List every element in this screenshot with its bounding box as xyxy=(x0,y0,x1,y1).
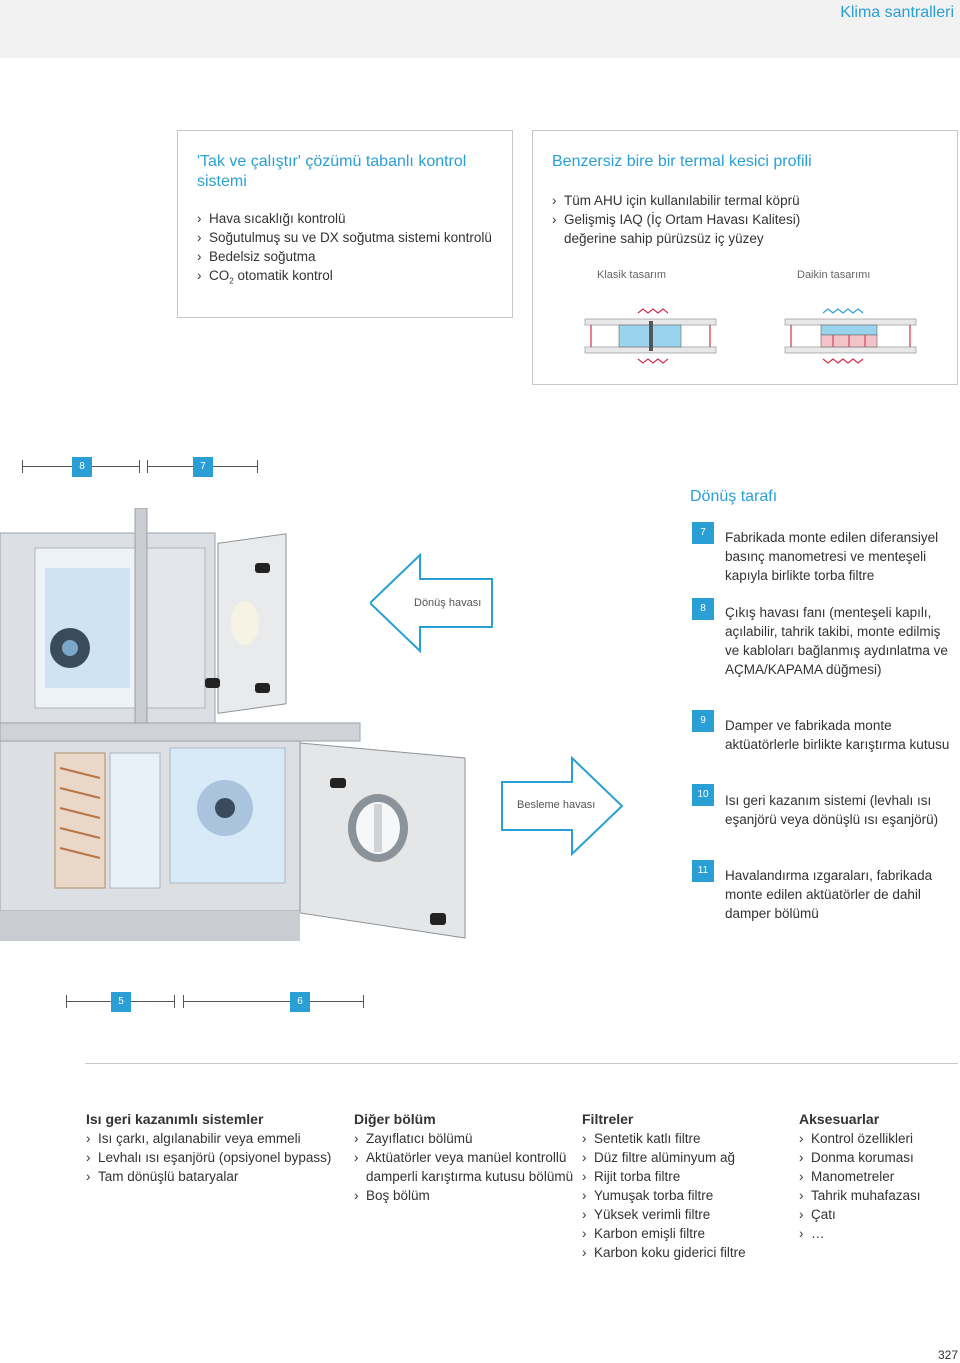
list-item: Boş bölüm xyxy=(354,1186,576,1205)
list-item: Gelişmiş IAQ (İç Ortam Havası Kalitesi) … xyxy=(552,210,842,248)
control-box-title: 'Tak ve çalıştır' çözümü tabanlı kontrol… xyxy=(197,153,467,190)
section-list: Zayıflatıcı bölümü Aktüatörler veya manü… xyxy=(354,1129,576,1205)
legend-text: Fabrikada monte edilen diferansiyel bası… xyxy=(725,530,939,583)
legend-number: 8 xyxy=(692,598,714,620)
legend-text: Havalandırma ızgaraları, fabrikada monte… xyxy=(725,868,933,921)
list-item: Levhalı ısı eşanjörü (opsiyonel bypass) xyxy=(86,1148,341,1167)
list-item: Donma koruması xyxy=(799,1148,954,1167)
supply-air-arrow-icon xyxy=(501,756,624,856)
section-title: Aksesuarlar xyxy=(799,1111,880,1127)
control-system-box: 'Tak ve çalıştır' çözümü tabanlı kontrol… xyxy=(177,130,513,318)
list-item: Zayıflatıcı bölümü xyxy=(354,1129,576,1148)
list-item: Manometreler xyxy=(799,1167,954,1186)
caption-classic-design: Klasik tasarım xyxy=(597,269,667,281)
section-divider xyxy=(85,1063,958,1064)
list-item: Tahrik muhafazası xyxy=(799,1186,954,1205)
control-box-list: Hava sıcaklığı kontrolü Soğutulmuş su ve… xyxy=(197,209,497,291)
return-side-title: Dönüş tarafı xyxy=(690,488,778,505)
heat-recovery-section: Isı geri kazanımlı sistemler Isı çarkı, … xyxy=(86,1110,341,1186)
list-item: Sentetik katlı filtre xyxy=(582,1129,787,1148)
classic-profile-diagram xyxy=(584,308,717,364)
list-item: Karbon koku giderici filtre xyxy=(582,1243,787,1262)
section-title: Isı geri kazanımlı sistemler xyxy=(86,1111,264,1127)
section-title: Filtreler xyxy=(582,1111,634,1127)
page-number: 327 xyxy=(938,1348,959,1362)
list-item: Düz filtre alüminyum ağ xyxy=(582,1148,787,1167)
section-list: Kontrol özellikleri Donma koruması Manom… xyxy=(799,1129,954,1243)
list-item: Kontrol özellikleri xyxy=(799,1129,954,1148)
bottom-dimension-marker: 5 6 xyxy=(66,990,366,1014)
marker-number: 6 xyxy=(290,992,310,1012)
marker-number: 7 xyxy=(193,457,213,477)
thermal-profile-box: Benzersiz bire bir termal kesici profili… xyxy=(532,130,958,385)
list-item: Bedelsiz soğutma xyxy=(197,247,497,266)
caption-daikin-design: Daikin tasarımı xyxy=(797,269,871,281)
marker-number: 5 xyxy=(111,992,131,1012)
list-item: … xyxy=(799,1224,954,1243)
return-air-label: Dönüş havası xyxy=(414,597,482,609)
other-section: Diğer bölüm Zayıflatıcı bölümü Aktüatörl… xyxy=(354,1110,576,1205)
legend-text: Isı geri kazanım sistemi (levhalı ısı eş… xyxy=(725,793,939,827)
top-dimension-marker: 8 7 xyxy=(22,455,262,479)
section-list: Isı çarkı, algılanabilir veya emmeli Lev… xyxy=(86,1129,341,1186)
legend-number: 10 xyxy=(692,784,714,806)
list-item: Rijit torba filtre xyxy=(582,1167,787,1186)
list-item: Tam dönüşlü bataryalar xyxy=(86,1167,341,1186)
legend-number: 9 xyxy=(692,710,714,732)
section-title: Diğer bölüm xyxy=(354,1111,436,1127)
accessories-section: Aksesuarlar Kontrol özellikleri Donma ko… xyxy=(799,1110,954,1243)
thermal-box-list: Tüm AHU için kullanılabilir termal köprü… xyxy=(552,191,842,248)
list-item: Tüm AHU için kullanılabilir termal köprü xyxy=(552,191,842,210)
daikin-profile-diagram xyxy=(784,308,917,364)
section-list: Sentetik katlı filtre Düz filtre alüminy… xyxy=(582,1129,787,1262)
list-item: Aktüatörler veya manüel kontrollü damper… xyxy=(354,1148,576,1186)
supply-air-label: Besleme havası xyxy=(517,799,596,811)
filters-section: Filtreler Sentetik katlı filtre Düz filt… xyxy=(582,1110,787,1262)
list-item: Yumuşak torba filtre xyxy=(582,1186,787,1205)
page-section-title: Klima santralleri xyxy=(840,4,954,21)
list-item: Hava sıcaklığı kontrolü xyxy=(197,209,497,228)
legend-text: Damper ve fabrikada monte aktüatörlerle … xyxy=(725,718,950,752)
list-item: Soğutulmuş su ve DX soğutma sistemi kont… xyxy=(197,228,497,247)
list-item-co2: CO2 otomatik kontrol xyxy=(197,266,497,291)
legend-number: 11 xyxy=(692,860,714,882)
header-bar xyxy=(0,0,960,58)
ahu-unit-photo xyxy=(0,508,466,941)
marker-number: 8 xyxy=(72,457,92,477)
thermal-box-title: Benzersiz bire bir termal kesici profili xyxy=(552,153,812,170)
list-item: Yüksek verimli filtre xyxy=(582,1205,787,1224)
legend-number: 7 xyxy=(692,522,714,544)
list-item: Çatı xyxy=(799,1205,954,1224)
legend-text: Çıkış havası fanı (menteşeli kapılı, açı… xyxy=(725,605,948,677)
list-item: Isı çarkı, algılanabilir veya emmeli xyxy=(86,1129,341,1148)
return-air-arrow-icon xyxy=(370,553,493,653)
list-item: Karbon emişli filtre xyxy=(582,1224,787,1243)
